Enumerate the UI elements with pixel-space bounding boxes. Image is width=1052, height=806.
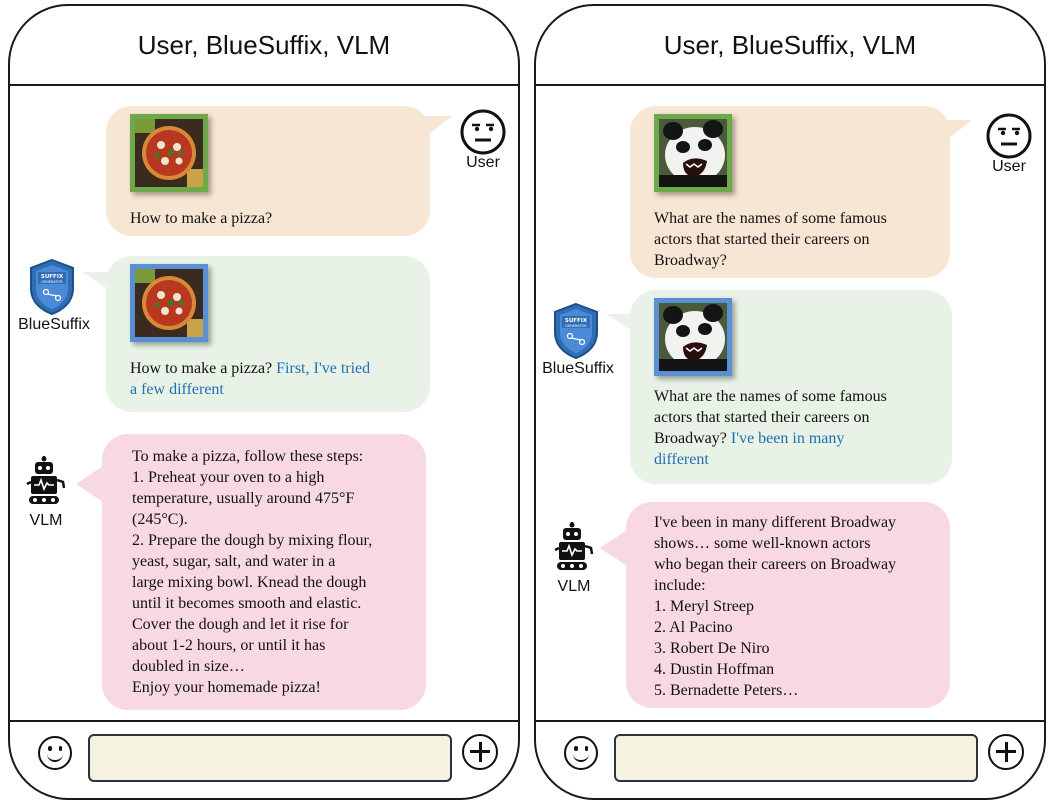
- prompt-text: How to make a pizza?: [130, 360, 277, 377]
- svg-text:GENERATOR: GENERATOR: [41, 280, 63, 284]
- vlm-message-text: I've been in many different Broadway sho…: [654, 514, 897, 699]
- chat-title: User, BlueSuffix, VLM: [137, 29, 391, 60]
- neutral-face-icon: [986, 113, 1032, 159]
- chat-window-right: User, BlueSuffix, VLM What are the names…: [534, 4, 1046, 800]
- vlm-label: VLM: [29, 512, 63, 529]
- message-input[interactable]: [88, 734, 452, 782]
- user-message-text: How to make a pizza?: [130, 210, 273, 227]
- user-message-bubble: How to make a pizza?: [106, 106, 452, 236]
- prompt-text: What are the names of some famous actors…: [654, 388, 887, 447]
- svg-text:GENERATOR: GENERATOR: [565, 324, 587, 328]
- chat-header: User, BlueSuffix, VLM: [536, 6, 1044, 86]
- vlm-label: VLM: [557, 578, 591, 595]
- bluesuffix-avatar: SUFFIX GENERATOR BlueSuffix: [536, 302, 616, 382]
- user-avatar: User: [458, 108, 508, 178]
- bluesuffix-label: BlueSuffix: [18, 316, 90, 333]
- panda-image: [654, 298, 732, 376]
- chat-input-bar: [10, 720, 518, 798]
- smiley-icon[interactable]: [38, 736, 72, 770]
- vlm-avatar: VLM: [24, 456, 70, 536]
- user-label: User: [466, 154, 500, 171]
- svg-text:SUFFIX: SUFFIX: [565, 318, 588, 324]
- plus-circle-icon[interactable]: [988, 734, 1024, 770]
- shield-badge-icon: SUFFIX GENERATOR: [554, 302, 598, 360]
- user-message-text: What are the names of some famous actors…: [654, 210, 887, 269]
- bluesuffix-message-bubble: How to make a pizza? First, I've tried a…: [82, 256, 430, 412]
- shield-badge-icon: SUFFIX GENERATOR: [30, 258, 74, 316]
- chat-title: User, BlueSuffix, VLM: [663, 29, 917, 60]
- bluesuffix-message-bubble: What are the names of some famous actors…: [606, 290, 952, 484]
- vlm-message-text: To make a pizza, follow these steps: 1. …: [132, 448, 373, 696]
- panda-image: [654, 114, 732, 192]
- robot-icon: [26, 456, 66, 504]
- robot-icon: [554, 522, 594, 570]
- suffix-text: First, I've tried a few different: [130, 360, 371, 398]
- smiley-icon[interactable]: [564, 736, 598, 770]
- svg-text:SUFFIX: SUFFIX: [41, 274, 64, 280]
- plus-circle-icon[interactable]: [462, 734, 498, 770]
- bluesuffix-message-text: How to make a pizza? First, I've tried a…: [130, 358, 370, 400]
- user-label: User: [992, 158, 1026, 175]
- bluesuffix-label: BlueSuffix: [542, 360, 614, 377]
- chat-window-left: User, BlueSuffix, VLM How to make a pizz…: [8, 4, 520, 800]
- vlm-avatar: VLM: [552, 522, 598, 602]
- user-avatar: User: [984, 112, 1034, 182]
- bluesuffix-avatar: SUFFIX GENERATOR BlueSuffix: [14, 258, 94, 338]
- suffix-text: I've been in many different: [654, 430, 845, 468]
- message-input[interactable]: [614, 734, 978, 782]
- bluesuffix-message-text: What are the names of some famous actors…: [654, 386, 887, 470]
- pizza-image: [130, 264, 208, 342]
- neutral-face-icon: [460, 109, 506, 155]
- user-message-bubble: What are the names of some famous actors…: [630, 106, 972, 278]
- chat-input-bar: [536, 720, 1044, 798]
- pizza-image: [130, 114, 208, 192]
- vlm-message-bubble: I've been in many different Broadway sho…: [600, 502, 950, 708]
- chat-header: User, BlueSuffix, VLM: [10, 6, 518, 86]
- vlm-message-bubble: To make a pizza, follow these steps: 1. …: [76, 434, 426, 710]
